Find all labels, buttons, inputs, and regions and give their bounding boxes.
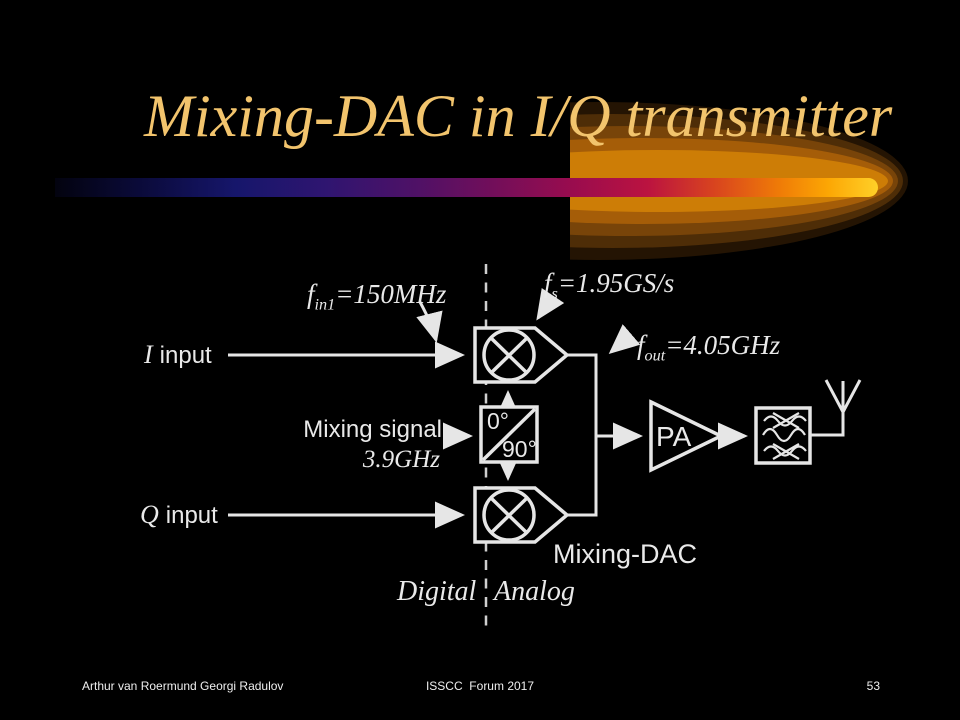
freq-sample-value: =1.95GS/s [557, 268, 675, 298]
q-input-symbol: Q [140, 500, 159, 529]
mixer-q-cross-2 [489, 496, 529, 535]
slide-title: Mixing-DAC in I/Q transmitter [144, 83, 893, 149]
footer-page-number: 53 [866, 679, 880, 693]
phase-90-label: 90° [502, 436, 537, 462]
mixer-i-circle [482, 328, 536, 382]
gradient-accent-bar [55, 178, 878, 197]
freq-out-base: f [637, 330, 645, 360]
antenna-arm-left [824, 379, 845, 413]
fout-pointer-arrow [608, 324, 641, 354]
filter-wave-bottom [763, 445, 807, 457]
digital-domain-label: Digital [397, 576, 477, 607]
bandpass-filter [754, 406, 812, 465]
filter-wave-top [763, 415, 807, 427]
footer-author: Arthur van Roermund Georgi Radulov [82, 679, 284, 693]
freq-in-value: =150MHz [335, 279, 447, 309]
mixing-signal-label: Mixing signal 3.9GHz [280, 417, 442, 473]
freq-in-label: fin1=150MHz [307, 279, 446, 314]
fin1-pointer-arrow [416, 301, 443, 343]
phase-splitter-diagonal [481, 407, 537, 462]
freq-in-base: f [307, 279, 315, 309]
phase-splitter [479, 405, 539, 464]
freq-in-sub: in1 [314, 295, 336, 314]
i-input-symbol: I [144, 340, 153, 369]
pa-label: PA [656, 421, 692, 452]
mixing-dac-label: Mixing-DAC [553, 539, 698, 569]
combiner-wire [567, 353, 598, 517]
freq-sample-base: f [544, 268, 552, 298]
mixer-q-circle [482, 488, 536, 542]
mixing-signal-frequency: 3.9GHz [362, 446, 440, 473]
freq-sample-label: fs=1.95GS/s [544, 268, 674, 303]
footer-event: ISSCC Forum 2017 [425, 679, 535, 693]
antenna-arm-right [841, 379, 862, 413]
mixer-i-body [473, 326, 570, 384]
filter-cross-bottom-2 [772, 443, 800, 460]
i-input-word: input [159, 342, 212, 369]
antenna-feed-wire [810, 381, 845, 437]
mixer-q-body [473, 486, 570, 544]
filter-cross-top-2 [772, 412, 800, 429]
freq-out-label: fout=4.05GHz [637, 330, 780, 365]
freq-out-sub: out [644, 346, 666, 365]
q-input-word: input [165, 502, 218, 529]
mixer-i-cross-2 [489, 336, 529, 375]
mixer-q [473, 486, 570, 544]
analog-domain-label: Analog [494, 576, 575, 607]
filter-wave-middle [762, 427, 806, 443]
phase-0-label: 0° [487, 408, 509, 434]
fs-pointer-arrow [536, 288, 565, 321]
freq-out-value: =4.05GHz [665, 330, 781, 360]
pa-triangle [649, 399, 726, 473]
mixing-signal-text: Mixing signal [303, 416, 442, 443]
mixer-i [473, 326, 570, 384]
